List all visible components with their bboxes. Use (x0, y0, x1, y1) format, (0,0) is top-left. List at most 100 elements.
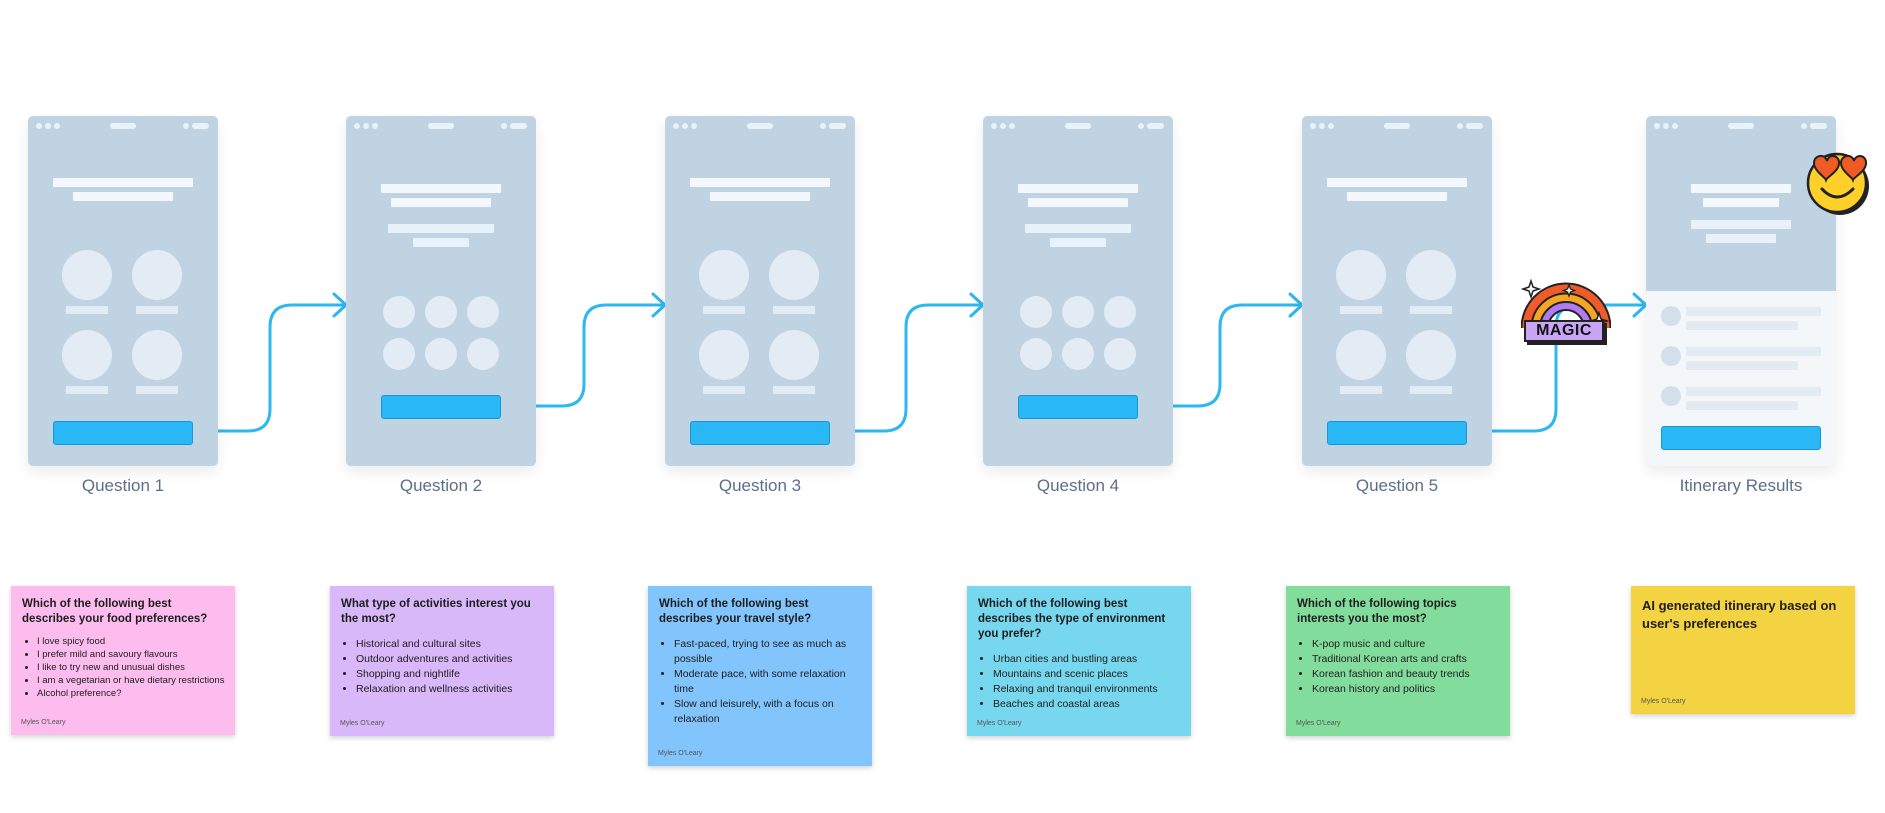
option-circle (769, 250, 819, 300)
note-title: Which of the following best describes th… (978, 598, 1166, 640)
option-label (1340, 306, 1382, 314)
status-dot (354, 123, 360, 129)
note-item: Relaxation and wellness activities (356, 682, 544, 697)
subtitle-line (413, 238, 469, 247)
note-item: Moderate pace, with some relaxation time (674, 667, 862, 697)
status-battery (1466, 123, 1483, 129)
note-item: Alcohol preference? (37, 687, 225, 700)
title-line (1691, 184, 1791, 193)
note-item: Relaxing and tranquil environments (993, 682, 1181, 697)
screen-caption: Question 4 (1036, 476, 1120, 495)
option-label (66, 386, 108, 394)
note-item: Urban cities and bustling areas (993, 652, 1181, 667)
note-list: K-pop music and culture Traditional Kore… (1297, 637, 1500, 697)
option-label (773, 306, 815, 314)
status-notch (1728, 123, 1754, 129)
title-line (73, 192, 173, 201)
status-dot (183, 123, 189, 129)
option-label (136, 386, 178, 394)
option-circle (467, 296, 499, 328)
cta-button (1661, 426, 1821, 450)
sticky-note-topics[interactable]: Which of the following topics interests … (1286, 586, 1510, 736)
sticky-note-environment[interactable]: Which of the following best describes th… (967, 586, 1191, 736)
option-circle (769, 330, 819, 380)
status-notch (1065, 123, 1091, 129)
subtitle-line (1691, 220, 1791, 229)
note-item: I am a vegetarian or have dietary restri… (37, 674, 225, 687)
rainbow-icon (1520, 278, 1612, 332)
note-title: AI generated itinerary based on user's p… (1642, 598, 1837, 631)
status-dot (54, 123, 60, 129)
note-title: Which of the following topics interests … (1297, 598, 1457, 625)
note-item: Fast-paced, trying to see as much as pos… (674, 637, 862, 667)
note-author: Myles O'Leary (1296, 720, 1341, 727)
note-list: Historical and cultural sites Outdoor ad… (341, 637, 544, 697)
status-dot (1310, 123, 1316, 129)
note-list: Fast-paced, trying to see as much as pos… (659, 637, 862, 727)
next-button (1018, 395, 1138, 419)
status-dot (682, 123, 688, 129)
wireframe-question-2 (346, 116, 536, 466)
status-dot (363, 123, 369, 129)
note-item: Slow and leisurely, with a focus on rela… (674, 697, 862, 727)
status-dot (1000, 123, 1006, 129)
screen-caption: Itinerary Results (1679, 476, 1803, 495)
next-button (1327, 421, 1467, 445)
status-dot (36, 123, 42, 129)
option-label (66, 306, 108, 314)
note-item: Outdoor adventures and activities (356, 652, 544, 667)
note-title: Which of the following best describes yo… (22, 598, 208, 625)
note-title: What type of activities interest you the… (341, 598, 531, 625)
option-circle (1406, 330, 1456, 380)
status-dot (1654, 123, 1660, 129)
option-circle (699, 330, 749, 380)
status-dot (1009, 123, 1015, 129)
option-circle (699, 250, 749, 300)
next-button (381, 395, 501, 419)
option-circle (383, 338, 415, 370)
status-dot (673, 123, 679, 129)
option-label (703, 386, 745, 394)
note-item: Shopping and nightlife (356, 667, 544, 682)
option-circle (1104, 338, 1136, 370)
wireframe-question-1 (28, 116, 218, 466)
note-author: Myles O'Leary (977, 720, 1022, 727)
sticky-note-food-preferences[interactable]: Which of the following best describes yo… (11, 586, 235, 735)
wireframe-question-5 (1302, 116, 1492, 466)
sticky-note-itinerary[interactable]: AI generated itinerary based on user's p… (1631, 586, 1855, 714)
status-notch (1384, 123, 1410, 129)
status-battery (1810, 123, 1827, 129)
title-line (690, 178, 830, 187)
status-dot (1328, 123, 1334, 129)
result-thumb (1661, 346, 1681, 366)
sticky-note-travel-style[interactable]: Which of the following best describes yo… (648, 586, 872, 766)
wireframe-question-4 (983, 116, 1173, 466)
sticky-note-activities[interactable]: What type of activities interest you the… (330, 586, 554, 736)
note-list: Urban cities and bustling areas Mountain… (978, 652, 1181, 712)
option-circle (1336, 250, 1386, 300)
option-circle (425, 338, 457, 370)
note-item: I like to try new and unusual dishes (37, 661, 225, 674)
status-notch (110, 123, 136, 129)
subtitle-line (1706, 234, 1776, 243)
magic-label: MAGIC (1524, 320, 1604, 342)
subtitle-line (388, 224, 494, 233)
result-thumb (1661, 306, 1681, 326)
result-thumb (1661, 386, 1681, 406)
heart-eyes-emoji-icon (1803, 149, 1871, 217)
screen-caption: Question 5 (1355, 476, 1439, 495)
result-line (1686, 307, 1821, 316)
option-label (1410, 306, 1452, 314)
note-item: Mountains and scenic places (993, 667, 1181, 682)
connector-q2-q3 (500, 303, 666, 408)
title-line (1327, 178, 1467, 187)
title-line (1028, 198, 1128, 207)
option-circle (1020, 296, 1052, 328)
status-dot (1138, 123, 1144, 129)
option-circle (1406, 250, 1456, 300)
note-item: Korean fashion and beauty trends (1312, 667, 1500, 682)
results-list (1646, 291, 1836, 466)
note-list: I love spicy food I prefer mild and savo… (22, 635, 225, 700)
screen-caption: Question 1 (81, 476, 165, 495)
